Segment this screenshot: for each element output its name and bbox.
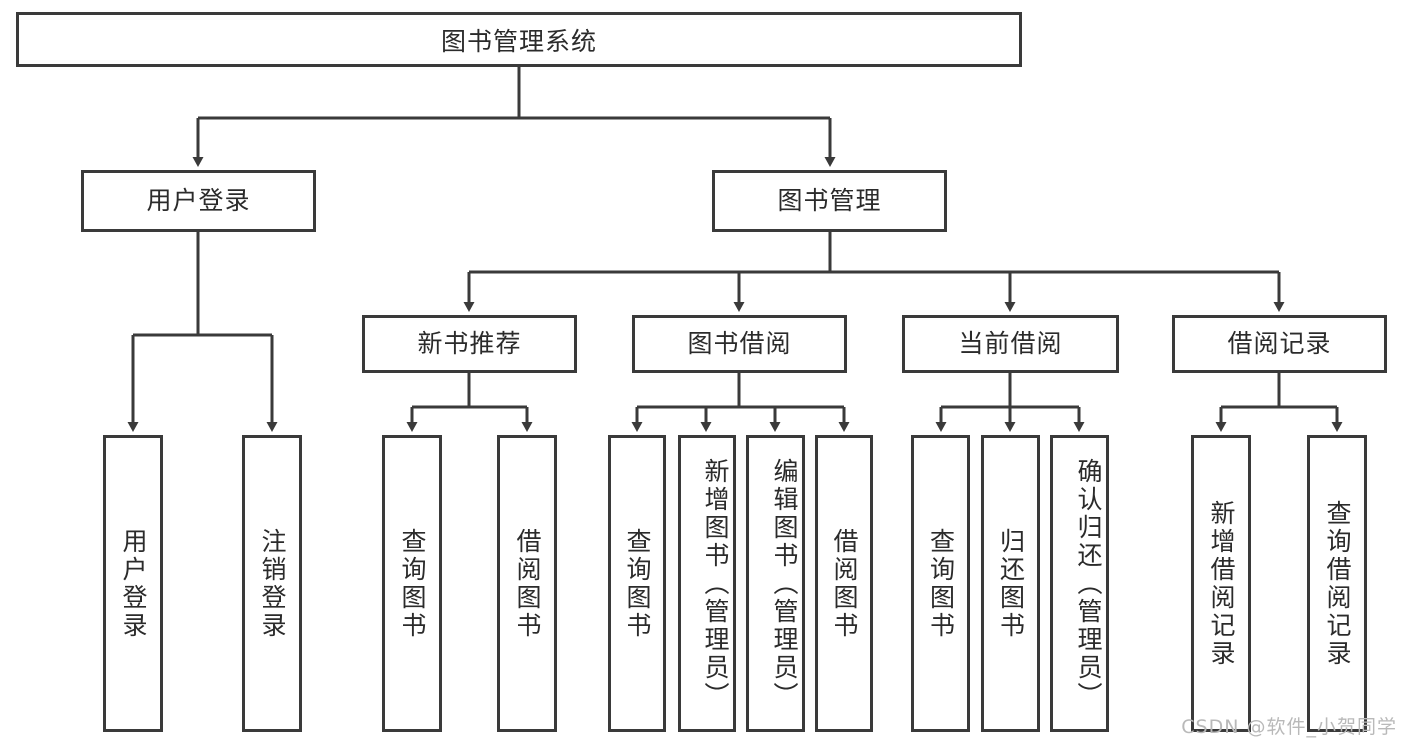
node-label: 图书管理 bbox=[777, 186, 882, 216]
node-label: 新增借阅记录 bbox=[1207, 499, 1236, 668]
leaf-book-borrow-edit[interactable]: 编辑图书（管理员） bbox=[746, 435, 805, 732]
node-label: 查询图书 bbox=[398, 527, 427, 640]
node-label: 查询图书 bbox=[623, 527, 652, 640]
leaf-book-borrow-borrow[interactable]: 借阅图书 bbox=[815, 435, 873, 732]
node-label: 借阅图书 bbox=[513, 527, 542, 640]
leaf-user-login-logout[interactable]: 注销登录 bbox=[242, 435, 302, 732]
node-label: 编辑图书（管理员） bbox=[770, 457, 799, 710]
leaf-new-book-borrow[interactable]: 借阅图书 bbox=[497, 435, 557, 732]
node-label: 图书借阅 bbox=[687, 329, 792, 359]
leaf-current-borrow-return[interactable]: 归还图书 bbox=[981, 435, 1040, 732]
node-book-management[interactable]: 图书管理 bbox=[712, 170, 947, 232]
node-label: 借阅记录 bbox=[1227, 329, 1332, 359]
csdn-watermark: CSDN @软件_小贺同学 bbox=[1181, 716, 1397, 738]
leaf-current-borrow-query[interactable]: 查询图书 bbox=[911, 435, 970, 732]
node-new-book-recommend[interactable]: 新书推荐 bbox=[362, 315, 577, 373]
node-label: 新增图书（管理员） bbox=[701, 457, 730, 710]
node-label: 借阅图书 bbox=[830, 527, 859, 640]
node-book-borrow[interactable]: 图书借阅 bbox=[632, 315, 847, 373]
node-borrow-record[interactable]: 借阅记录 bbox=[1172, 315, 1387, 373]
leaf-borrow-record-query[interactable]: 查询借阅记录 bbox=[1307, 435, 1367, 732]
node-label: 新书推荐 bbox=[417, 329, 522, 359]
node-current-borrow[interactable]: 当前借阅 bbox=[902, 315, 1119, 373]
node-label: 用户登录 bbox=[119, 527, 148, 640]
leaf-current-borrow-confirm-return[interactable]: 确认归还（管理员） bbox=[1050, 435, 1109, 732]
node-label: 查询借阅记录 bbox=[1323, 499, 1352, 668]
node-label: 归还图书 bbox=[996, 527, 1026, 640]
node-user-login[interactable]: 用户登录 bbox=[81, 170, 316, 232]
leaf-borrow-record-add[interactable]: 新增借阅记录 bbox=[1191, 435, 1251, 732]
node-label: 注销登录 bbox=[258, 527, 287, 640]
node-label: 用户登录 bbox=[146, 186, 251, 216]
node-label: 查询图书 bbox=[926, 527, 956, 640]
leaf-book-borrow-add[interactable]: 新增图书（管理员） bbox=[678, 435, 736, 732]
leaf-user-login-login[interactable]: 用户登录 bbox=[103, 435, 163, 732]
leaf-new-book-query[interactable]: 查询图书 bbox=[382, 435, 442, 732]
leaf-book-borrow-query[interactable]: 查询图书 bbox=[608, 435, 666, 732]
node-label: 确认归还（管理员） bbox=[1074, 457, 1103, 710]
node-label: 图书管理系统 bbox=[440, 26, 597, 56]
node-root-book-management-system[interactable]: 图书管理系统 bbox=[16, 12, 1022, 67]
node-label: 当前借阅 bbox=[958, 329, 1063, 359]
